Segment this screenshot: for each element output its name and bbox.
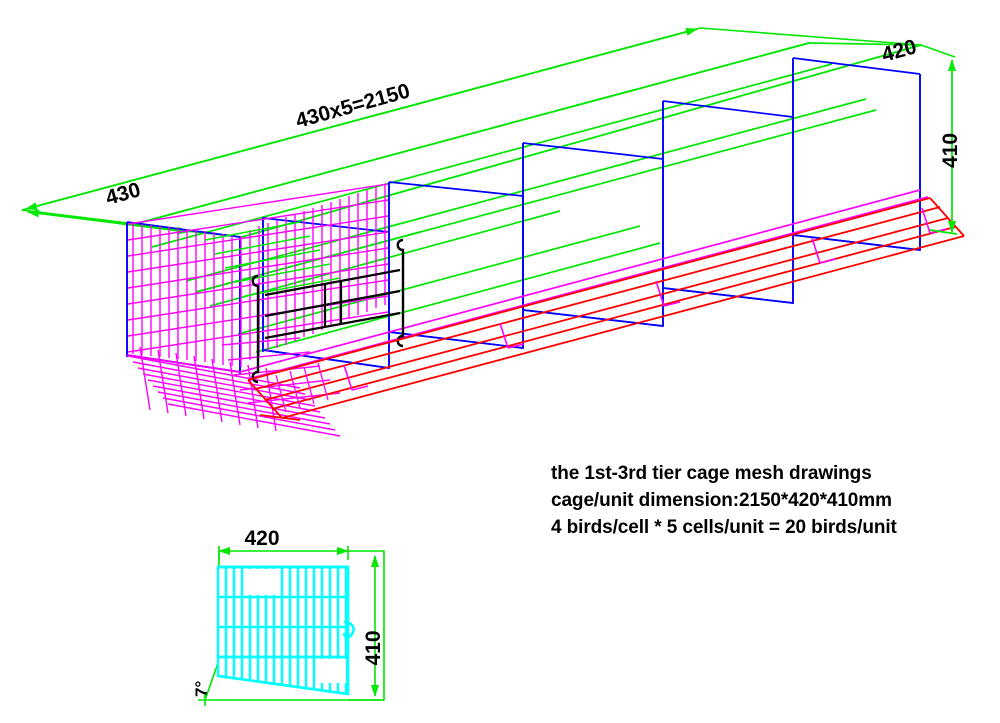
- dimension-label-depth: 420: [879, 35, 919, 66]
- cage-door-assembly[interactable]: [251, 238, 405, 384]
- detail-mesh-panel: [216, 565, 355, 696]
- detail-label-angle: 7°: [192, 681, 211, 697]
- detail-label-height: 410: [362, 630, 385, 665]
- floor-mesh-rail: [126, 189, 929, 380]
- dimension-length-line: [25, 27, 698, 211]
- detail-dimension-frame: [198, 546, 385, 706]
- isometric-view: 430x5=2150 430 420 410: [21, 27, 965, 437]
- trough-ribs: [275, 362, 329, 413]
- upper-mesh-stubs: [204, 221, 341, 297]
- detail-view: 420 410 7°: [192, 527, 385, 706]
- egg-trough-rails: [247, 197, 965, 421]
- detail-label-width: 420: [244, 527, 279, 550]
- cage-vertical-posts: [126, 58, 921, 374]
- dimension-height-right: [920, 44, 958, 235]
- dimension-label-height: 410: [939, 133, 962, 168]
- dimension-label-cell-width: 430: [103, 178, 143, 209]
- dimension-label-length: 430x5=2150: [293, 79, 412, 132]
- caption-line-dimension: cage/unit dimension:2150*420*410mm: [551, 490, 892, 511]
- dimension-plane-top: [21, 27, 922, 238]
- caption-line-capacity: 4 birds/cell * 5 cells/unit = 20 birds/u…: [551, 517, 897, 538]
- floor-mesh-wires: [127, 337, 341, 437]
- trough-braces: [343, 207, 947, 391]
- caption-line-title: the 1st-3rd tier cage mesh drawings: [551, 463, 872, 484]
